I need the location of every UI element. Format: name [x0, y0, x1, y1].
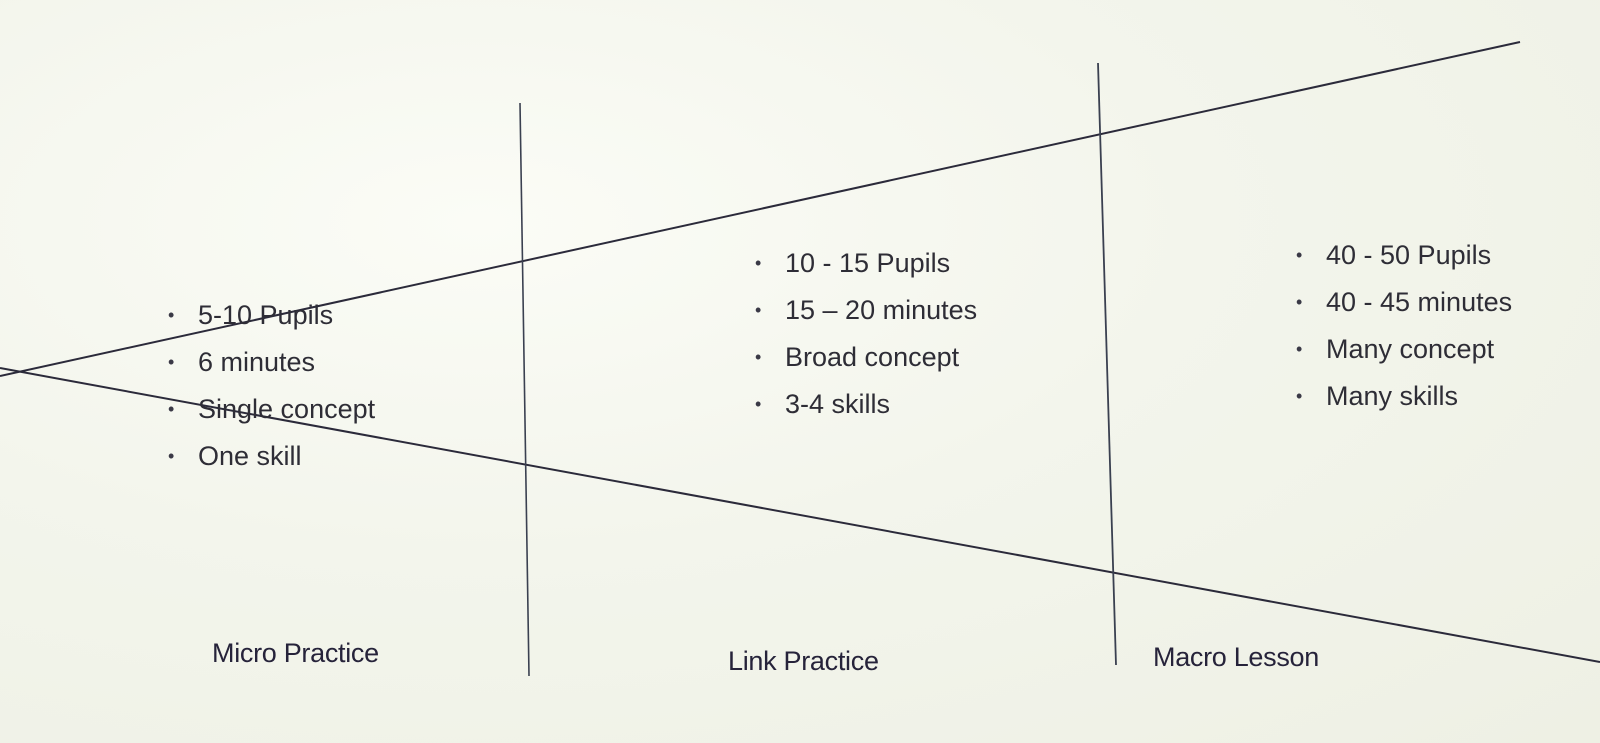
bullet-item: •40 - 45 minutes	[1296, 279, 1512, 326]
bullet-item: •3-4 skills	[755, 381, 977, 428]
bullet-item: •10 - 15 Pupils	[755, 240, 977, 287]
bullet-item: •Many skills	[1296, 373, 1512, 420]
macro-lesson-label: Macro Lesson	[1153, 642, 1319, 672]
bullet-item: •5-10 Pupils	[168, 292, 375, 339]
divider-line-1	[519, 102, 530, 677]
micro-practice-label: Micro Practice	[212, 638, 379, 668]
bullet-icon: •	[1296, 386, 1303, 406]
divider-line-2	[1097, 62, 1117, 666]
bullet-item: •15 – 20 minutes	[755, 287, 977, 334]
bullet-item: •Many concept	[1296, 326, 1512, 373]
upper-funnel-line	[0, 41, 1521, 377]
bullet-icon: •	[755, 300, 762, 320]
bullet-item: •Broad concept	[755, 334, 977, 381]
bullet-icon: •	[755, 394, 762, 414]
lower-funnel-line	[0, 367, 1600, 663]
macro-lesson-bullets: •40 - 50 Pupils •40 - 45 minutes •Many c…	[1296, 232, 1512, 420]
bullet-icon: •	[1296, 245, 1303, 265]
bullet-icon: •	[168, 399, 175, 419]
bullet-icon: •	[755, 253, 762, 273]
bullet-icon: •	[755, 347, 762, 367]
link-practice-list-container: •10 - 15 Pupils •15 – 20 minutes •Broad …	[755, 240, 977, 428]
bullet-icon: •	[1296, 339, 1303, 359]
bullet-icon: •	[168, 305, 175, 325]
micro-practice-bullets: •5-10 Pupils •6 minutes •Single concept …	[168, 292, 375, 480]
bullet-item: •Single concept	[168, 386, 375, 433]
bullet-icon: •	[168, 446, 175, 466]
bullet-item: •One skill	[168, 433, 375, 480]
bullet-item: •6 minutes	[168, 339, 375, 386]
link-practice-bullets: •10 - 15 Pupils •15 – 20 minutes •Broad …	[755, 240, 977, 428]
micro-practice-list-container: •5-10 Pupils •6 minutes •Single concept …	[168, 292, 375, 480]
bullet-icon: •	[168, 352, 175, 372]
bullet-item: •40 - 50 Pupils	[1296, 232, 1512, 279]
bullet-icon: •	[1296, 292, 1303, 312]
link-practice-label: Link Practice	[728, 646, 879, 676]
macro-lesson-list-container: •40 - 50 Pupils •40 - 45 minutes •Many c…	[1296, 232, 1512, 420]
